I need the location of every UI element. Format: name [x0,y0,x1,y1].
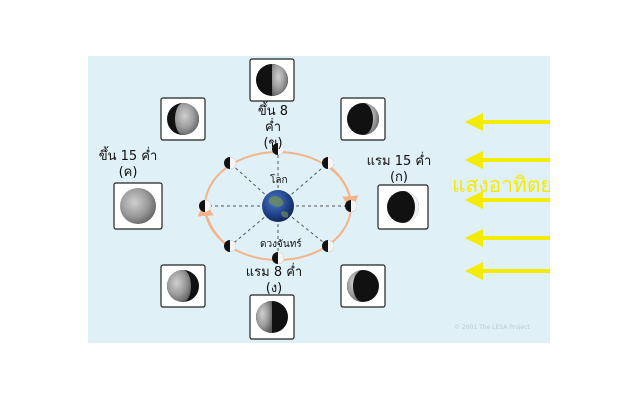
earth-icon [262,190,294,222]
moon-phase-icon-waning-crescent [340,264,386,308]
label-full-moon-code: (ค) [118,165,138,180]
sunlight-arrow-icon [465,113,550,131]
orbit-moon-icon [224,157,236,169]
orbit-moon-icon [272,252,284,264]
moon-phase-icon-waxing-crescent [340,97,386,141]
moon-phase-icon-last-quarter [249,294,295,340]
moon-phase-icon-full-moon [113,182,163,230]
label-last-quarter-name: แรม 8 ค่ำ [245,265,303,280]
orbit-moon-icon [345,200,357,212]
moon-phase-icon-waning-gibbous [160,264,206,308]
label-first-quarter-name: ขึ้น 8 ค่ำ [257,104,289,135]
sunlight-label: แสงอาทิตย [452,173,550,197]
orbit-moon-icon [224,240,236,252]
sunlight-arrows [465,113,550,280]
sunlight-arrow-icon [465,262,550,280]
label-full-moon-name: ขึ้น 15 ค่ำ [98,149,158,164]
moon-phase-icon-first-quarter [249,58,295,102]
label-first-quarter-code: (ข) [263,136,283,151]
orbit-moon-icon [272,143,284,155]
label-new-moon: แรม 15 ค่ำ (ก) [358,154,440,186]
moon-label: ดวงจันทร์ [260,239,302,250]
moon-phase-icon-new-moon [377,184,429,230]
label-new-moon-code: (ก) [389,170,408,185]
label-first-quarter: ขึ้น 8 ค่ำ (ข) [248,104,298,152]
label-last-quarter-code: (ง) [265,281,283,296]
orbit-moon-icon [322,240,334,252]
earth-label: โลก [270,175,288,186]
orbit-moons [199,143,357,264]
moon-phase-diagram [113,58,550,340]
orbit-moon-icon [322,157,334,169]
label-full-moon: ขึ้น 15 ค่ำ (ค) [90,149,166,181]
sunlight-arrow-icon [465,229,550,247]
sunlight-arrow-icon [465,191,550,209]
label-new-moon-name: แรม 15 ค่ำ [366,154,432,169]
copyright-text: © 2001 The LESA Project [454,324,530,331]
label-last-quarter: แรม 8 ค่ำ (ง) [244,265,304,297]
sunlight-arrow-icon [465,151,550,169]
orbit-moon-icon [199,200,211,212]
orbit-direction-arrow [325,163,359,212]
moon-phase-icon-waxing-gibbous [160,97,206,141]
diagram-panel: ขึ้น 8 ค่ำ (ข) ขึ้น 15 ค่ำ (ค) แรม 15 ค่… [88,56,550,343]
